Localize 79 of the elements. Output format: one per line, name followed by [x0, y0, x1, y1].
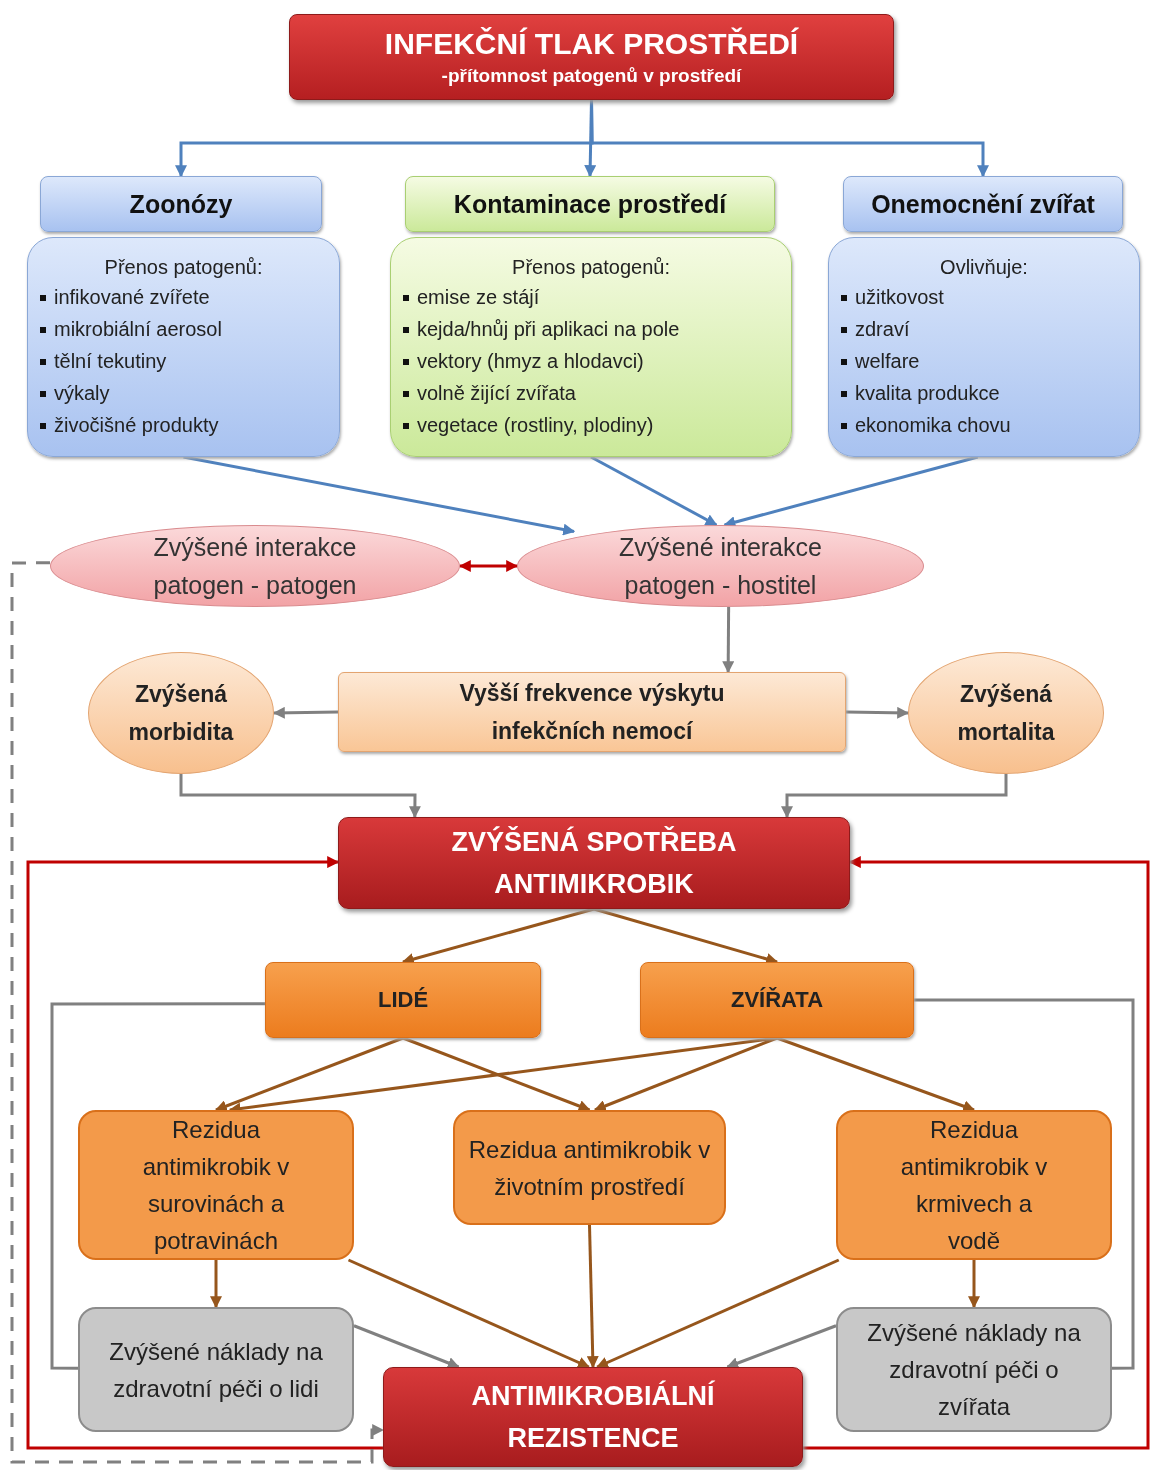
info-card	[27, 237, 340, 457]
arrow	[722, 607, 735, 674]
arrow	[347, 1258, 590, 1369]
arrow	[353, 1324, 460, 1369]
node-label: Onemocnění zvířat	[871, 189, 1095, 219]
arrow	[586, 1224, 599, 1369]
arrow	[803, 856, 1150, 1450]
group-box	[640, 962, 914, 1038]
node-label: Kontaminace prostředí	[453, 189, 727, 219]
title-text: INFEKČNÍ TLAK PROSTŘEDÍ	[384, 27, 799, 61]
node-label: ZVÍŘATA	[730, 987, 824, 1013]
arrow	[968, 1260, 980, 1309]
arrow	[590, 455, 718, 527]
title-box	[289, 14, 894, 100]
bullet-item: volně žijící zvířata	[401, 377, 781, 409]
group-box	[265, 962, 541, 1038]
arrow	[402, 1036, 591, 1112]
bullet-item: zdraví	[839, 313, 1129, 345]
node-label: Zvýšená morbidita	[127, 680, 235, 747]
bullet-item: tělní tekutiny	[38, 345, 329, 377]
subtitle-text: -přítomnost patogenů v prostředí	[441, 65, 742, 87]
arrow	[590, 100, 989, 178]
bullet-item: užitkovost	[839, 281, 1129, 313]
key-box	[338, 817, 850, 909]
process-box	[338, 672, 846, 752]
cost-box	[836, 1307, 1112, 1432]
arrow	[593, 1036, 778, 1112]
info-card	[828, 237, 1140, 457]
arrow	[214, 1036, 404, 1112]
arrow	[781, 774, 1008, 819]
arrow	[272, 706, 339, 719]
node-label: Rezidua antimikrobik v surovinách a potravinách	[141, 1115, 291, 1256]
node-label: LIDÉ	[377, 987, 429, 1013]
bullet-item: vektory (hmyz a hlodavci)	[401, 345, 781, 377]
category-header	[843, 176, 1123, 232]
bullet-item: výkaly	[38, 377, 329, 409]
bullet-item: živočišné produkty	[38, 409, 329, 441]
bullet-item: welfare	[839, 345, 1129, 377]
bullet-item: infikované zvířete	[38, 281, 329, 313]
node-label: Zvýšené interakce patogen - patogen	[152, 532, 358, 601]
list-heading: Přenos patogenů:	[511, 256, 671, 279]
key-box	[383, 1367, 803, 1467]
dashed-arrow	[10, 561, 385, 1464]
bullet-item: kejda/hnůj při aplikaci na pole	[401, 313, 781, 345]
node-label: Rezidua antimikrobik v krmivech a vodě	[899, 1115, 1049, 1256]
info-card	[390, 237, 792, 457]
list-heading: Ovlivňuje:	[939, 256, 1029, 279]
cost-box	[78, 1307, 354, 1432]
arrow	[179, 774, 421, 819]
arrow	[776, 1036, 976, 1112]
category-header	[40, 176, 322, 232]
list-heading: Přenos patogenů:	[103, 256, 264, 279]
node-label: Zoonózy	[129, 189, 233, 219]
node-label: Zvýšené náklady na zdravotní péči o lidi	[108, 1336, 324, 1404]
residue-box	[78, 1110, 354, 1260]
connector-line	[50, 1002, 265, 1370]
category-header	[405, 176, 775, 232]
arrow	[26, 856, 383, 1450]
node-label: Zvýšené náklady na zdravotní péči o zvířata	[866, 1318, 1082, 1422]
bullet-item: mikrobiální aerosol	[38, 313, 329, 345]
arrow	[726, 1324, 837, 1369]
node-label: ZVÝŠENÁ SPOTŘEBA ANTIMIKROBIK	[450, 825, 738, 901]
connector-line	[914, 998, 1135, 1370]
bullet-item: ekonomika chovu	[839, 409, 1129, 441]
node-label: Vyšší frekvence výskytu infekčních nemocí	[458, 679, 726, 746]
node-label: Rezidua antimikrobik v životním prostředí	[467, 1134, 712, 1202]
residue-box	[836, 1110, 1112, 1260]
bullet-item: vegetace (rostliny, plodiny)	[401, 409, 781, 441]
residue-box	[453, 1110, 726, 1225]
bullet-item: emise ze stájí	[401, 281, 781, 313]
node-label: Zvýšená mortalita	[956, 680, 1056, 747]
arrow	[458, 560, 519, 572]
arrow	[845, 706, 910, 719]
bullet-item: kvalita produkce	[839, 377, 1129, 409]
arrow	[183, 455, 576, 536]
arrow	[596, 1258, 840, 1369]
arrow	[210, 1260, 222, 1309]
node-label: Zvýšené interakce patogen - hostitel	[618, 532, 823, 601]
node-label: ANTIMIKROBIÁLNÍ REZISTENCE	[470, 1379, 716, 1455]
